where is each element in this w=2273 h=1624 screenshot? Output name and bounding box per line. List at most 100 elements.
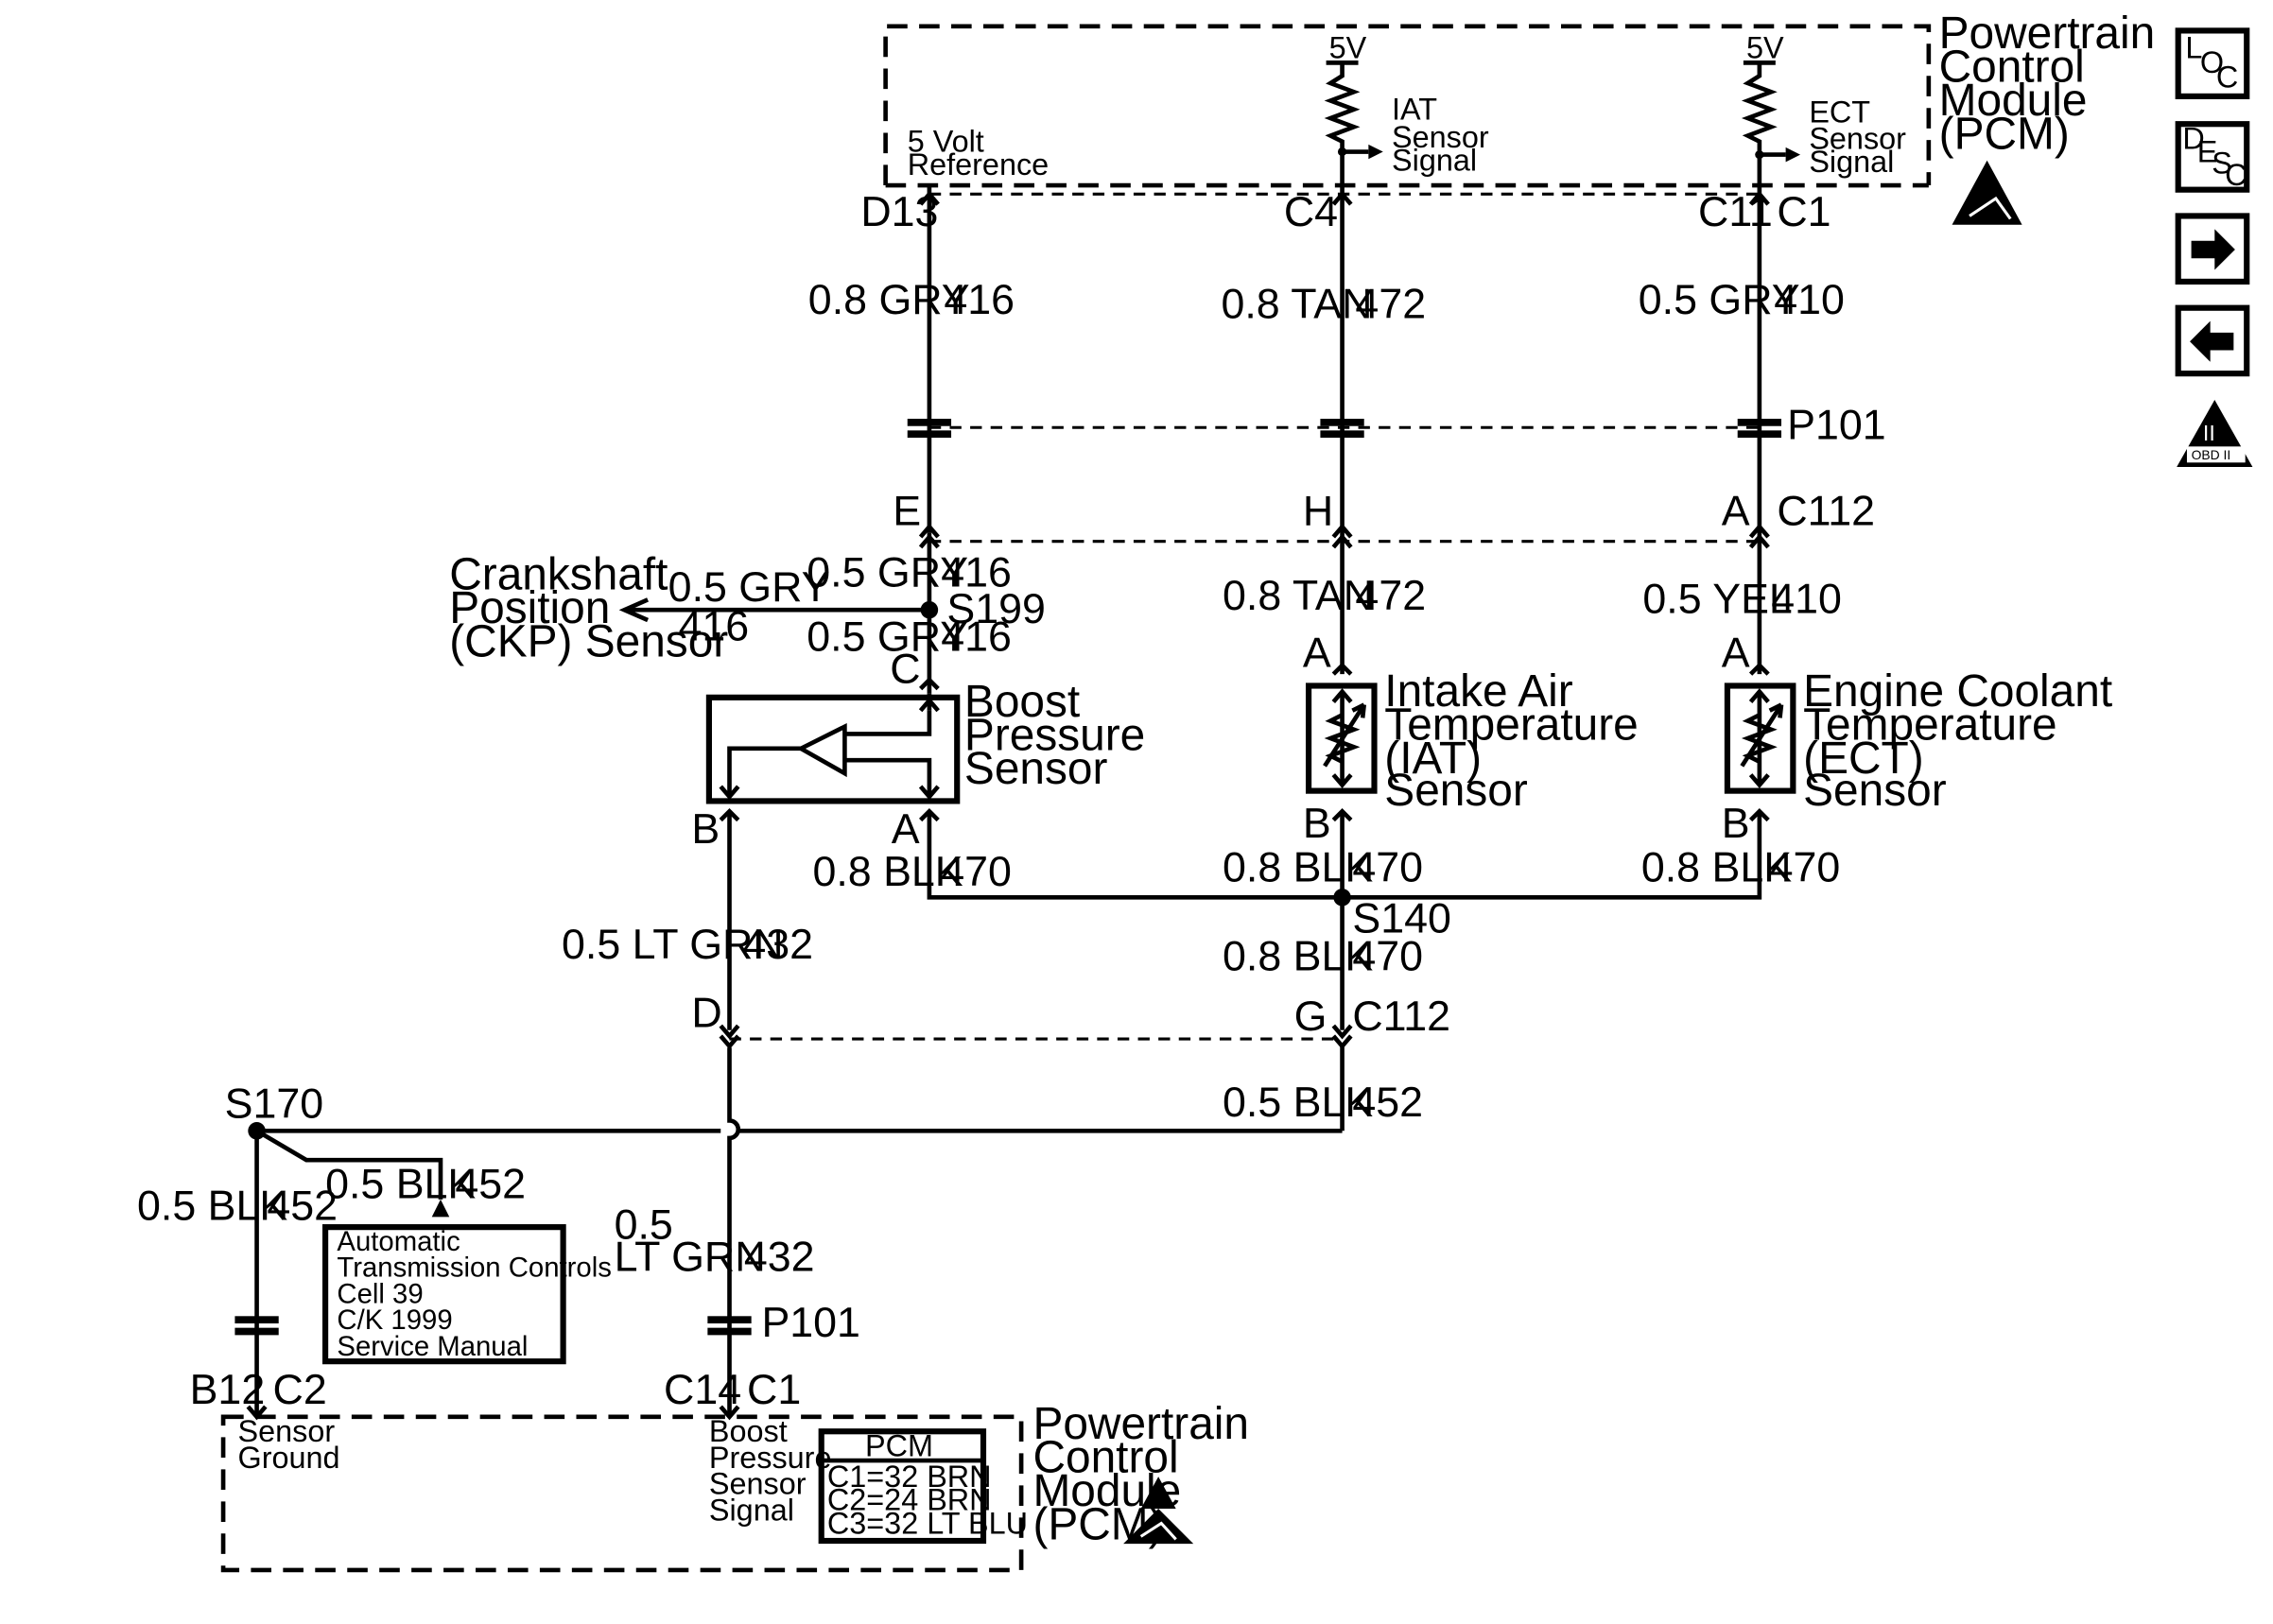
wire-416d-color: 0.5 GRY <box>807 613 968 660</box>
p101-bottom-label: P101 <box>761 1299 859 1346</box>
ect-label-2: Temperature <box>1803 700 2056 751</box>
pin-d: D <box>691 990 721 1037</box>
wire-432b-color-1: 0.5 <box>615 1201 673 1248</box>
wire-432b-color-2: LT GRN <box>615 1233 766 1280</box>
wire-410b-color: 0.5 YEL <box>1642 575 1792 622</box>
wire-416a-color: 0.8 GRY <box>808 276 970 323</box>
ect-sig-label-1: ECT <box>1809 95 1870 130</box>
atc-reference-box: Automatic Transmission Controls Cell 39 … <box>322 1224 612 1365</box>
wire-472a-color: 0.8 TAN <box>1221 280 1372 327</box>
wire-410a-color: 0.5 GRY <box>1639 276 1800 323</box>
loc-button[interactable]: L O C <box>2175 27 2250 99</box>
ect-sig-label-2: Sensor <box>1809 121 1906 155</box>
pin-c-bps: C <box>890 645 920 692</box>
wire-452a-color: 0.5 BLK <box>1223 1079 1373 1126</box>
pcm-table-row-3: C3=32 LT BLU <box>827 1506 1028 1540</box>
splice-s170 <box>248 1122 266 1140</box>
wire-470d-color: 0.8 BLK <box>1223 932 1373 979</box>
obd-ii-button[interactable]: II OBD II <box>2177 399 2253 467</box>
arrow-right-icon <box>2191 229 2235 270</box>
ckp-label-3: (CKP) Sensor <box>449 617 728 667</box>
pin-a-iat: A <box>1303 629 1331 676</box>
previous-page-button[interactable] <box>2175 304 2250 377</box>
v5-left-label: 5V <box>1329 31 1367 65</box>
bps-label-1: Boost <box>964 677 1080 727</box>
ref-label-2: Reference <box>908 147 1049 181</box>
c112-bottom-label: C112 <box>1352 993 1450 1040</box>
wire-452b-circuit: 452 <box>455 1160 526 1207</box>
wire-470a-color: 0.8 BLK <box>812 848 963 895</box>
wire-416b-circuit: 416 <box>941 549 1012 596</box>
wire-410b-circuit: 410 <box>1771 575 1842 622</box>
ect-label-1: Engine Coolant <box>1803 666 2112 717</box>
connector-c112-top: E H A C112 <box>893 488 1875 549</box>
wire-452b-color: 0.5 BLK <box>325 1160 476 1207</box>
pcm-table-row-2: C2=24 BRN <box>827 1483 992 1517</box>
splice-s199 <box>920 600 939 619</box>
pcm-table-row-1: C1=32 BRN <box>827 1460 992 1494</box>
iat-sig-label-3: Signal <box>1392 144 1477 178</box>
pin-b-ect: B <box>1722 800 1750 847</box>
next-page-button[interactable] <box>2175 213 2250 285</box>
loc-l: L <box>2185 31 2202 65</box>
v5-right-label: 5V <box>1746 31 1784 65</box>
wire-470b-circuit: 470 <box>1352 843 1423 890</box>
wire-470c-circuit: 470 <box>1770 843 1841 890</box>
wire-416a-circuit: 416 <box>944 276 1015 323</box>
ect-sig-label-3: Signal <box>1809 145 1894 179</box>
pcm-top-title-4: (PCM) <box>1939 109 2070 159</box>
bps-label-2: Pressure <box>964 710 1145 760</box>
obd-label: OBD II <box>2192 447 2231 462</box>
iat-label-3: (IAT) <box>1384 734 1482 784</box>
iat-label-1: Intake Air <box>1384 666 1572 717</box>
desc-s: S <box>2212 147 2232 181</box>
pin-h: H <box>1303 488 1333 535</box>
ref-label-1: 5 Volt <box>908 125 984 159</box>
pin-g: G <box>1294 993 1327 1040</box>
atc-label-1: Automatic <box>337 1226 460 1257</box>
pcm-top-title-3: Module <box>1939 76 2088 126</box>
pin-c14: C14 <box>664 1366 741 1413</box>
iat-label-4: Sensor <box>1384 766 1528 816</box>
wire-432b-circuit: 432 <box>744 1233 815 1280</box>
wire-416b-color: 0.5 GRY <box>807 549 968 596</box>
s140-label: S140 <box>1352 894 1450 942</box>
desc-d: D <box>2182 121 2204 155</box>
pin-a-ect: A <box>1722 629 1750 676</box>
wire-416c-circuit: 416 <box>678 603 749 650</box>
boost-signal-label-3: Sensor <box>709 1467 807 1501</box>
ckp-label-1: Crankshaft <box>449 550 668 600</box>
wire-452 <box>248 1122 1343 1416</box>
iat-sig-label-2: Sensor <box>1392 120 1489 154</box>
c112-top-label: C112 <box>1777 488 1875 535</box>
p101-top-label: P101 <box>1787 402 1885 449</box>
desc-c: C <box>2225 158 2247 192</box>
wire-432 <box>727 812 741 1416</box>
wire-452a-circuit: 452 <box>1352 1079 1423 1126</box>
iat-pullup-resistor <box>1324 60 1361 186</box>
wire-470d-circuit: 470 <box>1352 932 1423 979</box>
pin-c4: C4 <box>1284 188 1338 235</box>
sensor-ground-label-2: Ground <box>238 1441 340 1475</box>
wire-416d-circuit: 416 <box>941 613 1012 660</box>
pin-e: E <box>893 488 921 535</box>
boost-signal-label-4: Signal <box>709 1493 794 1527</box>
atc-label-4: C/K 1999 <box>337 1304 452 1336</box>
loc-c: C <box>2216 60 2238 95</box>
wire-416c-color: 0.5 GRY <box>668 563 830 611</box>
wire-452c-circuit: 452 <box>267 1182 338 1229</box>
boost-signal-label-1: Boost <box>709 1414 788 1448</box>
pcm-top-title: Powertrain Control Module (PCM) <box>1939 9 2156 160</box>
ect-label-3: (ECT) <box>1803 734 1923 784</box>
atc-label-5: Service Manual <box>337 1331 528 1362</box>
boost-signal-label-2: Pressure <box>709 1441 832 1475</box>
boost-pressure-sensor: Boost Pressure Sensor <box>705 677 1145 804</box>
wire-472b-circuit: 472 <box>1355 572 1426 619</box>
pcm-top-title-2: Control <box>1939 42 2085 92</box>
pin-a-bps: A <box>892 805 920 853</box>
pcm-bottom-title-2: Control <box>1032 1432 1178 1482</box>
pin-c1-top: C1 <box>1777 188 1831 235</box>
desc-button[interactable]: D E S C <box>2175 121 2250 193</box>
pcm-table-title: PCM <box>865 1428 933 1462</box>
